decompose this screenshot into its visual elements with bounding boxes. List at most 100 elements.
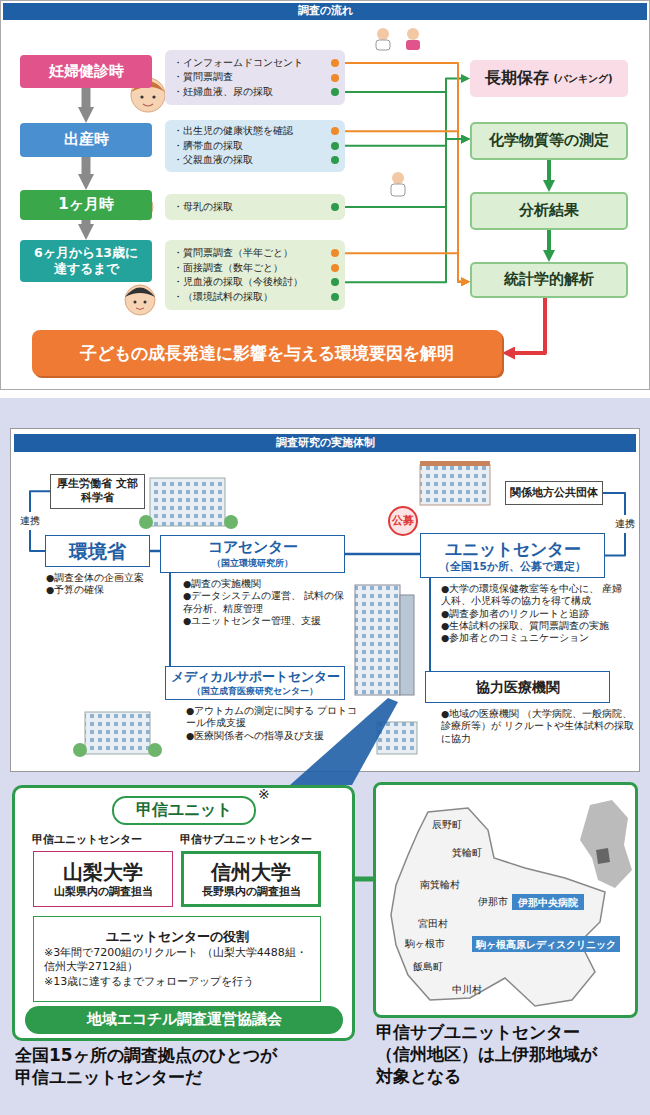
node-text: 関係地方公共団体 bbox=[510, 486, 598, 500]
status-dot bbox=[331, 249, 339, 257]
org-box: メディカルサポートセンター（国立成育医療研究センター）●アウトカムの測定に関する… bbox=[165, 666, 345, 700]
node-text: 甲信ユニット bbox=[112, 796, 256, 825]
node-text: ・臍帯血の採取 bbox=[173, 139, 243, 154]
node-text: ●参加者とのコミュニケーション bbox=[441, 632, 626, 644]
child-face bbox=[140, 95, 143, 98]
connector bbox=[547, 230, 551, 250]
output-box: 分析結果 bbox=[470, 192, 628, 230]
node-text: 甲信サブユニットセンター （信州地区）は上伊那地域が 対象となる bbox=[376, 1021, 600, 1087]
connector bbox=[345, 63, 461, 282]
hospital-tag: 伊那中央病院 bbox=[512, 894, 584, 910]
doctor-figure bbox=[406, 40, 420, 50]
doctor-figure bbox=[407, 28, 419, 40]
node-text: コアセンター bbox=[208, 538, 298, 558]
connector bbox=[429, 578, 431, 671]
node-text: 公募 bbox=[392, 514, 414, 528]
node-text: 全国15ヶ所の調査拠点のひとつが 甲信ユニットセンターだ bbox=[15, 1044, 285, 1088]
connector bbox=[345, 79, 461, 93]
child-face bbox=[144, 301, 147, 304]
node-text: （国立成育医療研究センター） bbox=[192, 686, 318, 697]
node-text: ユニットセンターの役割 bbox=[106, 929, 249, 946]
status-dot bbox=[331, 264, 339, 272]
node-text: 長野県内の調査担当 bbox=[202, 885, 301, 899]
doctor-figure bbox=[377, 28, 389, 40]
org-box: 関係地方公共団体 bbox=[505, 481, 603, 505]
region-map bbox=[373, 782, 638, 1018]
connector bbox=[82, 157, 91, 174]
building bbox=[150, 478, 225, 526]
building bbox=[420, 465, 490, 505]
org-box: コアセンター（国立環境研究所）●調査の実施機関●データシステムの運営、 試料の保… bbox=[160, 535, 345, 573]
node-text: ●調査全体の企画立案 bbox=[46, 572, 196, 584]
child-face bbox=[136, 308, 144, 310]
header-band: 調査研究の実施体制 bbox=[14, 434, 636, 452]
node-text: （国立環境研究所） bbox=[212, 558, 293, 570]
node-text: 出産時 bbox=[64, 130, 109, 150]
node-text: ●大学の環境保健教室等を中心に、 産婦人科、小児科等の協力を得て構成 bbox=[441, 583, 626, 608]
building bbox=[73, 743, 87, 757]
edge-label: 連携 bbox=[20, 512, 40, 530]
region-map bbox=[391, 808, 605, 1006]
node-text: ※3年間で7200組のリクルート （山梨大学4488組・信州大学2712組） bbox=[44, 946, 310, 975]
child-face bbox=[125, 285, 155, 315]
bullet-list: ●調査全体の企画立案●予算の確保 bbox=[46, 572, 196, 597]
council-band: 地域エコチル調査運営協議会 bbox=[25, 1006, 343, 1034]
bullet-list: ●アウトカムの測定に関する プロトコール作成支援●医療関係者への指導及び支援 bbox=[186, 705, 364, 742]
node-text: ・児血液の採取（今後検討） bbox=[173, 275, 303, 290]
place-name: 辰野町 bbox=[432, 818, 462, 832]
status-dot bbox=[331, 142, 339, 150]
building bbox=[400, 595, 414, 695]
status-dot bbox=[331, 203, 339, 211]
child-face bbox=[134, 301, 137, 304]
node-text: ・母乳の採取 bbox=[173, 200, 233, 215]
task-list: ・質問票調査（半年ごと）・面接調査（数年ごと）・児血液の採取（今後検討）・（環境… bbox=[165, 240, 345, 310]
connector bbox=[345, 139, 461, 207]
org-box: 協力医療機関●地域の医療機関 （大学病院、一般病院、診療所等）が リクルートや生… bbox=[425, 671, 610, 703]
connector bbox=[82, 88, 91, 107]
connector bbox=[547, 160, 551, 180]
status-dot bbox=[331, 156, 339, 164]
node-text: 統計学的解析 bbox=[504, 270, 594, 290]
doctor-figure bbox=[376, 28, 420, 196]
node-text: ・質問票調査（半年ごと） bbox=[173, 246, 293, 261]
org-box: ユニットセンター（全国15か所、公募で選定）●大学の環境保健教室等を中心に、 産… bbox=[420, 533, 605, 578]
connector bbox=[345, 253, 461, 282]
building bbox=[85, 712, 150, 754]
node-text: ●地域の医療機関 （大学病院、一般病院、診療所等）が リクルートや生体試料の採取… bbox=[441, 708, 636, 745]
panel-ground bbox=[1, 1, 650, 390]
edge-label: 連携 bbox=[615, 515, 635, 533]
bullet-list: 全国15ヶ所の調査拠点のひとつが 甲信ユニットセンターだ bbox=[15, 1044, 285, 1088]
node-text: ●データシステムの運営、 試料の保存分析、精度管理 bbox=[183, 590, 353, 615]
region-map bbox=[596, 848, 610, 864]
task-list: ・インフォームドコンセント・質問票調査・妊婦血液、尿の採取 bbox=[165, 50, 345, 105]
node-text: 信州大学 bbox=[211, 859, 291, 885]
unit-panel: 甲信ユニット全国15ヶ所の調査拠点のひとつが 甲信ユニットセンターだ甲信ユニット… bbox=[12, 785, 355, 1041]
status-dot bbox=[331, 88, 339, 96]
connector bbox=[345, 131, 461, 282]
bullet-list: 甲信サブユニットセンター （信州地区）は上伊那地域が 対象となる bbox=[376, 1021, 600, 1087]
node-text: 長期保存 bbox=[485, 68, 549, 89]
node-text: 地域エコチル調査運営協議会 bbox=[87, 1010, 282, 1030]
bullet-list: ●調査の実施機関●データシステムの運営、 試料の保存分析、精度管理●ユニットセン… bbox=[183, 578, 353, 627]
node-text: （全国15か所、公募で選定） bbox=[439, 560, 586, 574]
node-text: ●調査参加者のリクルートと追跡 bbox=[441, 608, 626, 620]
connector bbox=[345, 553, 420, 556]
output-box: 統計学的解析 bbox=[470, 262, 628, 298]
place-name: 南箕輪村 bbox=[420, 878, 460, 892]
invite-circle: 公募 bbox=[388, 506, 418, 536]
node-text: 山梨県内の調査担当 bbox=[54, 885, 153, 899]
node-text: ユニットセンター bbox=[445, 538, 581, 560]
connector bbox=[345, 139, 461, 282]
node-text: ※13歳に達するまでフォローアップを行う bbox=[44, 975, 254, 989]
connector bbox=[515, 298, 545, 353]
node-text: 山梨大学 bbox=[63, 859, 143, 885]
node-text: 分析結果 bbox=[519, 201, 579, 221]
node-text: 甲信サブユニットセンター bbox=[180, 833, 312, 847]
node-text: ・面接調査（数年ごと） bbox=[173, 261, 283, 276]
node-text: 厚生労働省 文部科学省 bbox=[55, 477, 140, 506]
node-text: 駒ヶ根高原レディスクリニック bbox=[476, 938, 616, 951]
org-box: 環境省●調査全体の企画立案●予算の確保 bbox=[45, 535, 150, 567]
region-map bbox=[373, 782, 638, 1018]
